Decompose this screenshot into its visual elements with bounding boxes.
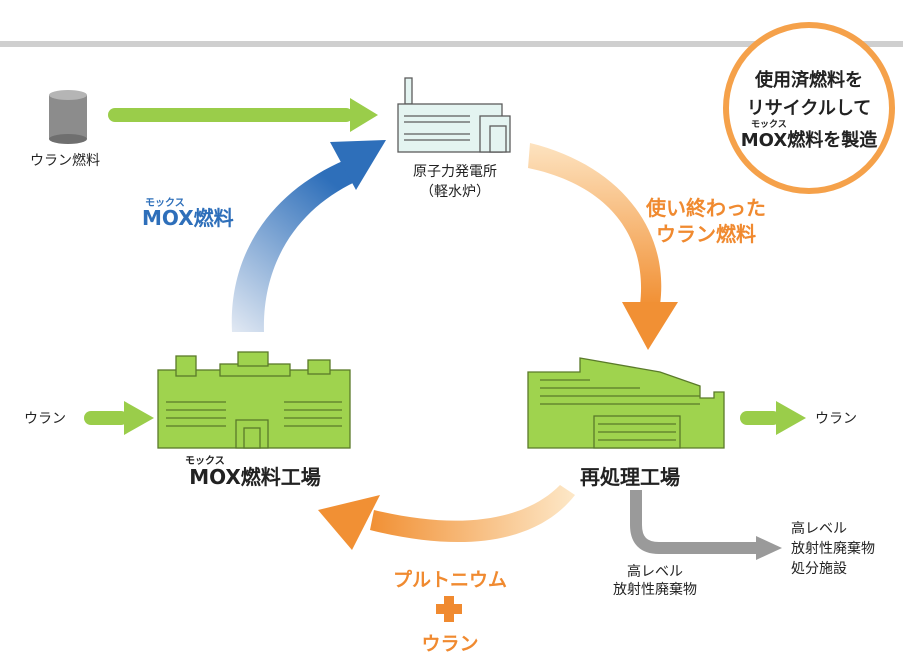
top-rule bbox=[0, 41, 903, 47]
power-plant-icon bbox=[397, 77, 511, 153]
badge-line3: MOX燃料を製造 bbox=[740, 130, 878, 151]
mox-factory-ruby: モックス bbox=[185, 456, 225, 467]
used-fuel-label-2: ウラン燃料 bbox=[656, 222, 756, 246]
uranium-drum-icon bbox=[49, 90, 87, 144]
uranium-fuel-label: ウラン燃料 bbox=[30, 153, 100, 169]
uranium-output-arrow bbox=[740, 401, 806, 435]
recycle-badge: 使用済燃料を リサイクルして モックス MOX燃料を製造 bbox=[723, 22, 895, 194]
reprocessing-label: 再処理工場 bbox=[580, 465, 680, 489]
mox-factory-label: MOX燃料工場 bbox=[189, 465, 321, 489]
used-fuel-arrow bbox=[528, 143, 678, 350]
mox-fuel-arrow bbox=[231, 140, 386, 332]
disposal-label-1: 高レベル bbox=[791, 521, 847, 537]
badge-line2: リサイクルして bbox=[746, 98, 872, 119]
power-plant-label: 原子力発電所 bbox=[413, 164, 497, 180]
plutonium-return-arrow bbox=[318, 485, 575, 550]
plus-sign-icon bbox=[436, 596, 462, 622]
mox-fuel-ruby: モックス bbox=[145, 198, 185, 209]
mox-fuel-label: MOX燃料 bbox=[142, 206, 234, 230]
uranium-input-label: ウラン bbox=[24, 411, 66, 427]
badge-line1: 使用済燃料を bbox=[755, 70, 863, 91]
disposal-label-2: 放射性廃棄物 bbox=[791, 541, 875, 557]
uranium-bottom-label: ウラン bbox=[421, 633, 479, 655]
uranium-output-label: ウラン bbox=[815, 411, 857, 427]
waste-disposal-arrow bbox=[630, 490, 782, 560]
reprocessing-plant-icon bbox=[527, 357, 725, 449]
badge-ruby: モックス bbox=[751, 120, 787, 130]
disposal-label-3: 処分施設 bbox=[791, 561, 847, 577]
power-plant-sublabel: （軽水炉） bbox=[420, 184, 490, 200]
mox-factory-icon bbox=[157, 351, 351, 449]
plutonium-label: プルトニウム bbox=[392, 569, 508, 591]
fuel-supply-arrow bbox=[108, 98, 378, 132]
used-fuel-label-1: 使い終わった bbox=[646, 196, 766, 220]
uranium-input-arrow bbox=[84, 401, 154, 435]
hlw-label-2: 放射性廃棄物 bbox=[613, 582, 697, 598]
hlw-label-1: 高レベル bbox=[627, 564, 683, 580]
